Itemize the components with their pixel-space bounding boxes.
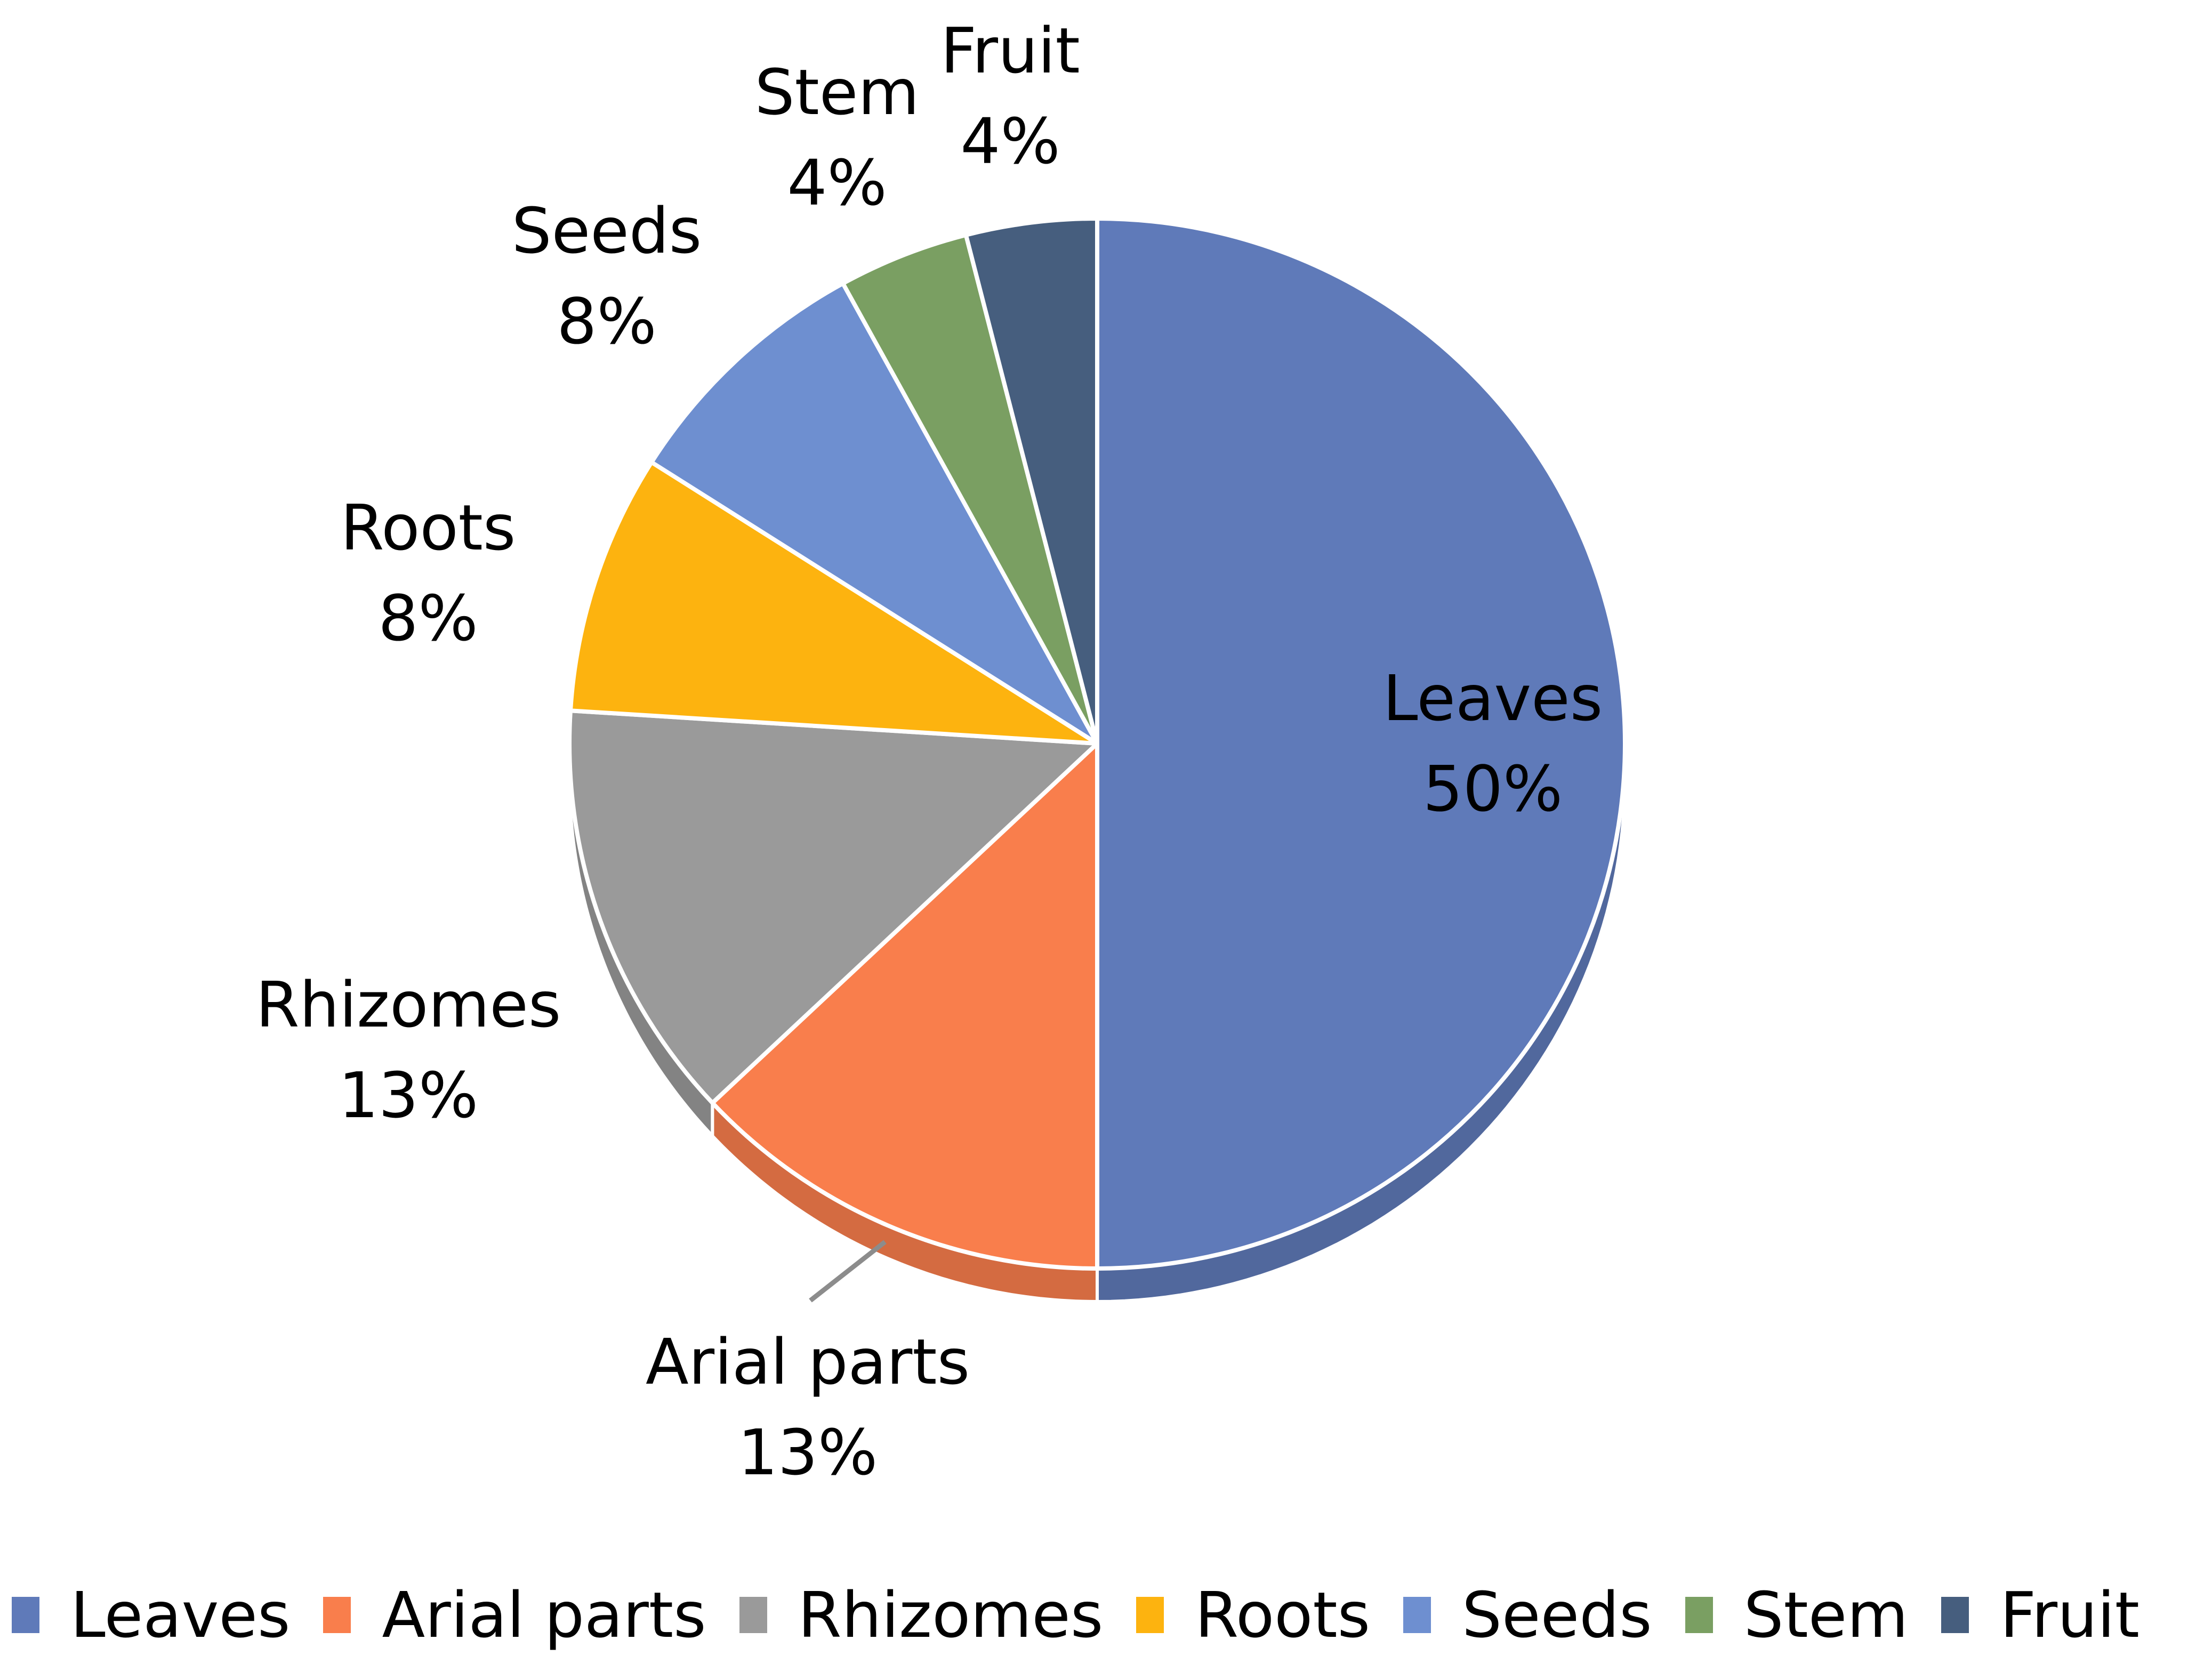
legend-swatch-fruit <box>1941 1597 1969 1633</box>
label-percent: 8% <box>557 285 657 358</box>
legend-label: Fruit <box>2000 1578 2139 1652</box>
data-label-rhizomes: Rhizomes 13% <box>256 959 561 1141</box>
label-percent: 13% <box>737 1416 878 1489</box>
data-label-stem: Stem 4% <box>755 47 920 228</box>
label-name: Seeds <box>511 194 702 268</box>
legend-label: Seeds <box>1462 1578 1652 1652</box>
chart-legend: Leaves Arial parts Rhizomes Roots Seeds … <box>0 1578 2204 1652</box>
legend-label: Rhizomes <box>798 1578 1104 1652</box>
label-percent: 8% <box>378 581 478 655</box>
legend-swatch-arial-parts <box>323 1597 351 1633</box>
legend-item-roots: Roots <box>1136 1578 1370 1652</box>
legend-swatch-leaves <box>12 1597 39 1633</box>
label-percent: 4% <box>787 146 887 220</box>
legend-label: Leaves <box>70 1578 291 1652</box>
label-name: Rhizomes <box>255 968 561 1041</box>
label-percent: 50% <box>1422 752 1563 826</box>
label-percent: 4% <box>960 104 1060 178</box>
data-label-leaves: Leaves 50% <box>1383 653 1603 834</box>
label-name: Arial parts <box>645 1325 970 1399</box>
label-name: Leaves <box>1382 661 1603 735</box>
legend-swatch-roots <box>1136 1597 1164 1633</box>
pie-slice-seeds <box>649 281 1099 746</box>
legend-swatch-stem <box>1685 1597 1713 1633</box>
legend-swatch-rhizomes <box>739 1597 767 1633</box>
legend-label: Roots <box>1195 1578 1371 1652</box>
pie-slice-rhizomes <box>567 708 1099 1105</box>
pie-slice-leaves <box>1095 216 1627 1271</box>
pie-slice-arial-parts <box>710 741 1099 1271</box>
label-name: Roots <box>340 491 516 564</box>
legend-item-stem: Stem <box>1685 1578 1909 1652</box>
legend-label: Stem <box>1743 1578 1909 1652</box>
data-label-seeds: Seeds 8% <box>512 185 702 367</box>
label-name: Stem <box>754 55 920 129</box>
label-percent: 13% <box>338 1059 479 1132</box>
legend-item-leaves: Leaves <box>12 1578 290 1652</box>
leader-line-arial-parts <box>809 1240 887 1303</box>
legend-item-fruit: Fruit <box>1941 1578 2139 1652</box>
data-label-fruit: Fruit 4% <box>940 5 1080 187</box>
legend-label: Arial parts <box>382 1578 706 1652</box>
data-label-roots: Roots 8% <box>341 482 516 664</box>
data-label-arial-parts: Arial parts 13% <box>646 1316 970 1498</box>
label-name: Fruit <box>940 14 1080 87</box>
legend-item-rhizomes: Rhizomes <box>739 1578 1104 1652</box>
pie-slice-roots <box>568 460 1099 746</box>
pie-slice-fruit <box>963 216 1099 746</box>
legend-swatch-seeds <box>1403 1597 1431 1633</box>
legend-item-arial-parts: Arial parts <box>323 1578 706 1652</box>
legend-item-seeds: Seeds <box>1403 1578 1652 1652</box>
pie-slice-stem <box>841 232 1099 746</box>
